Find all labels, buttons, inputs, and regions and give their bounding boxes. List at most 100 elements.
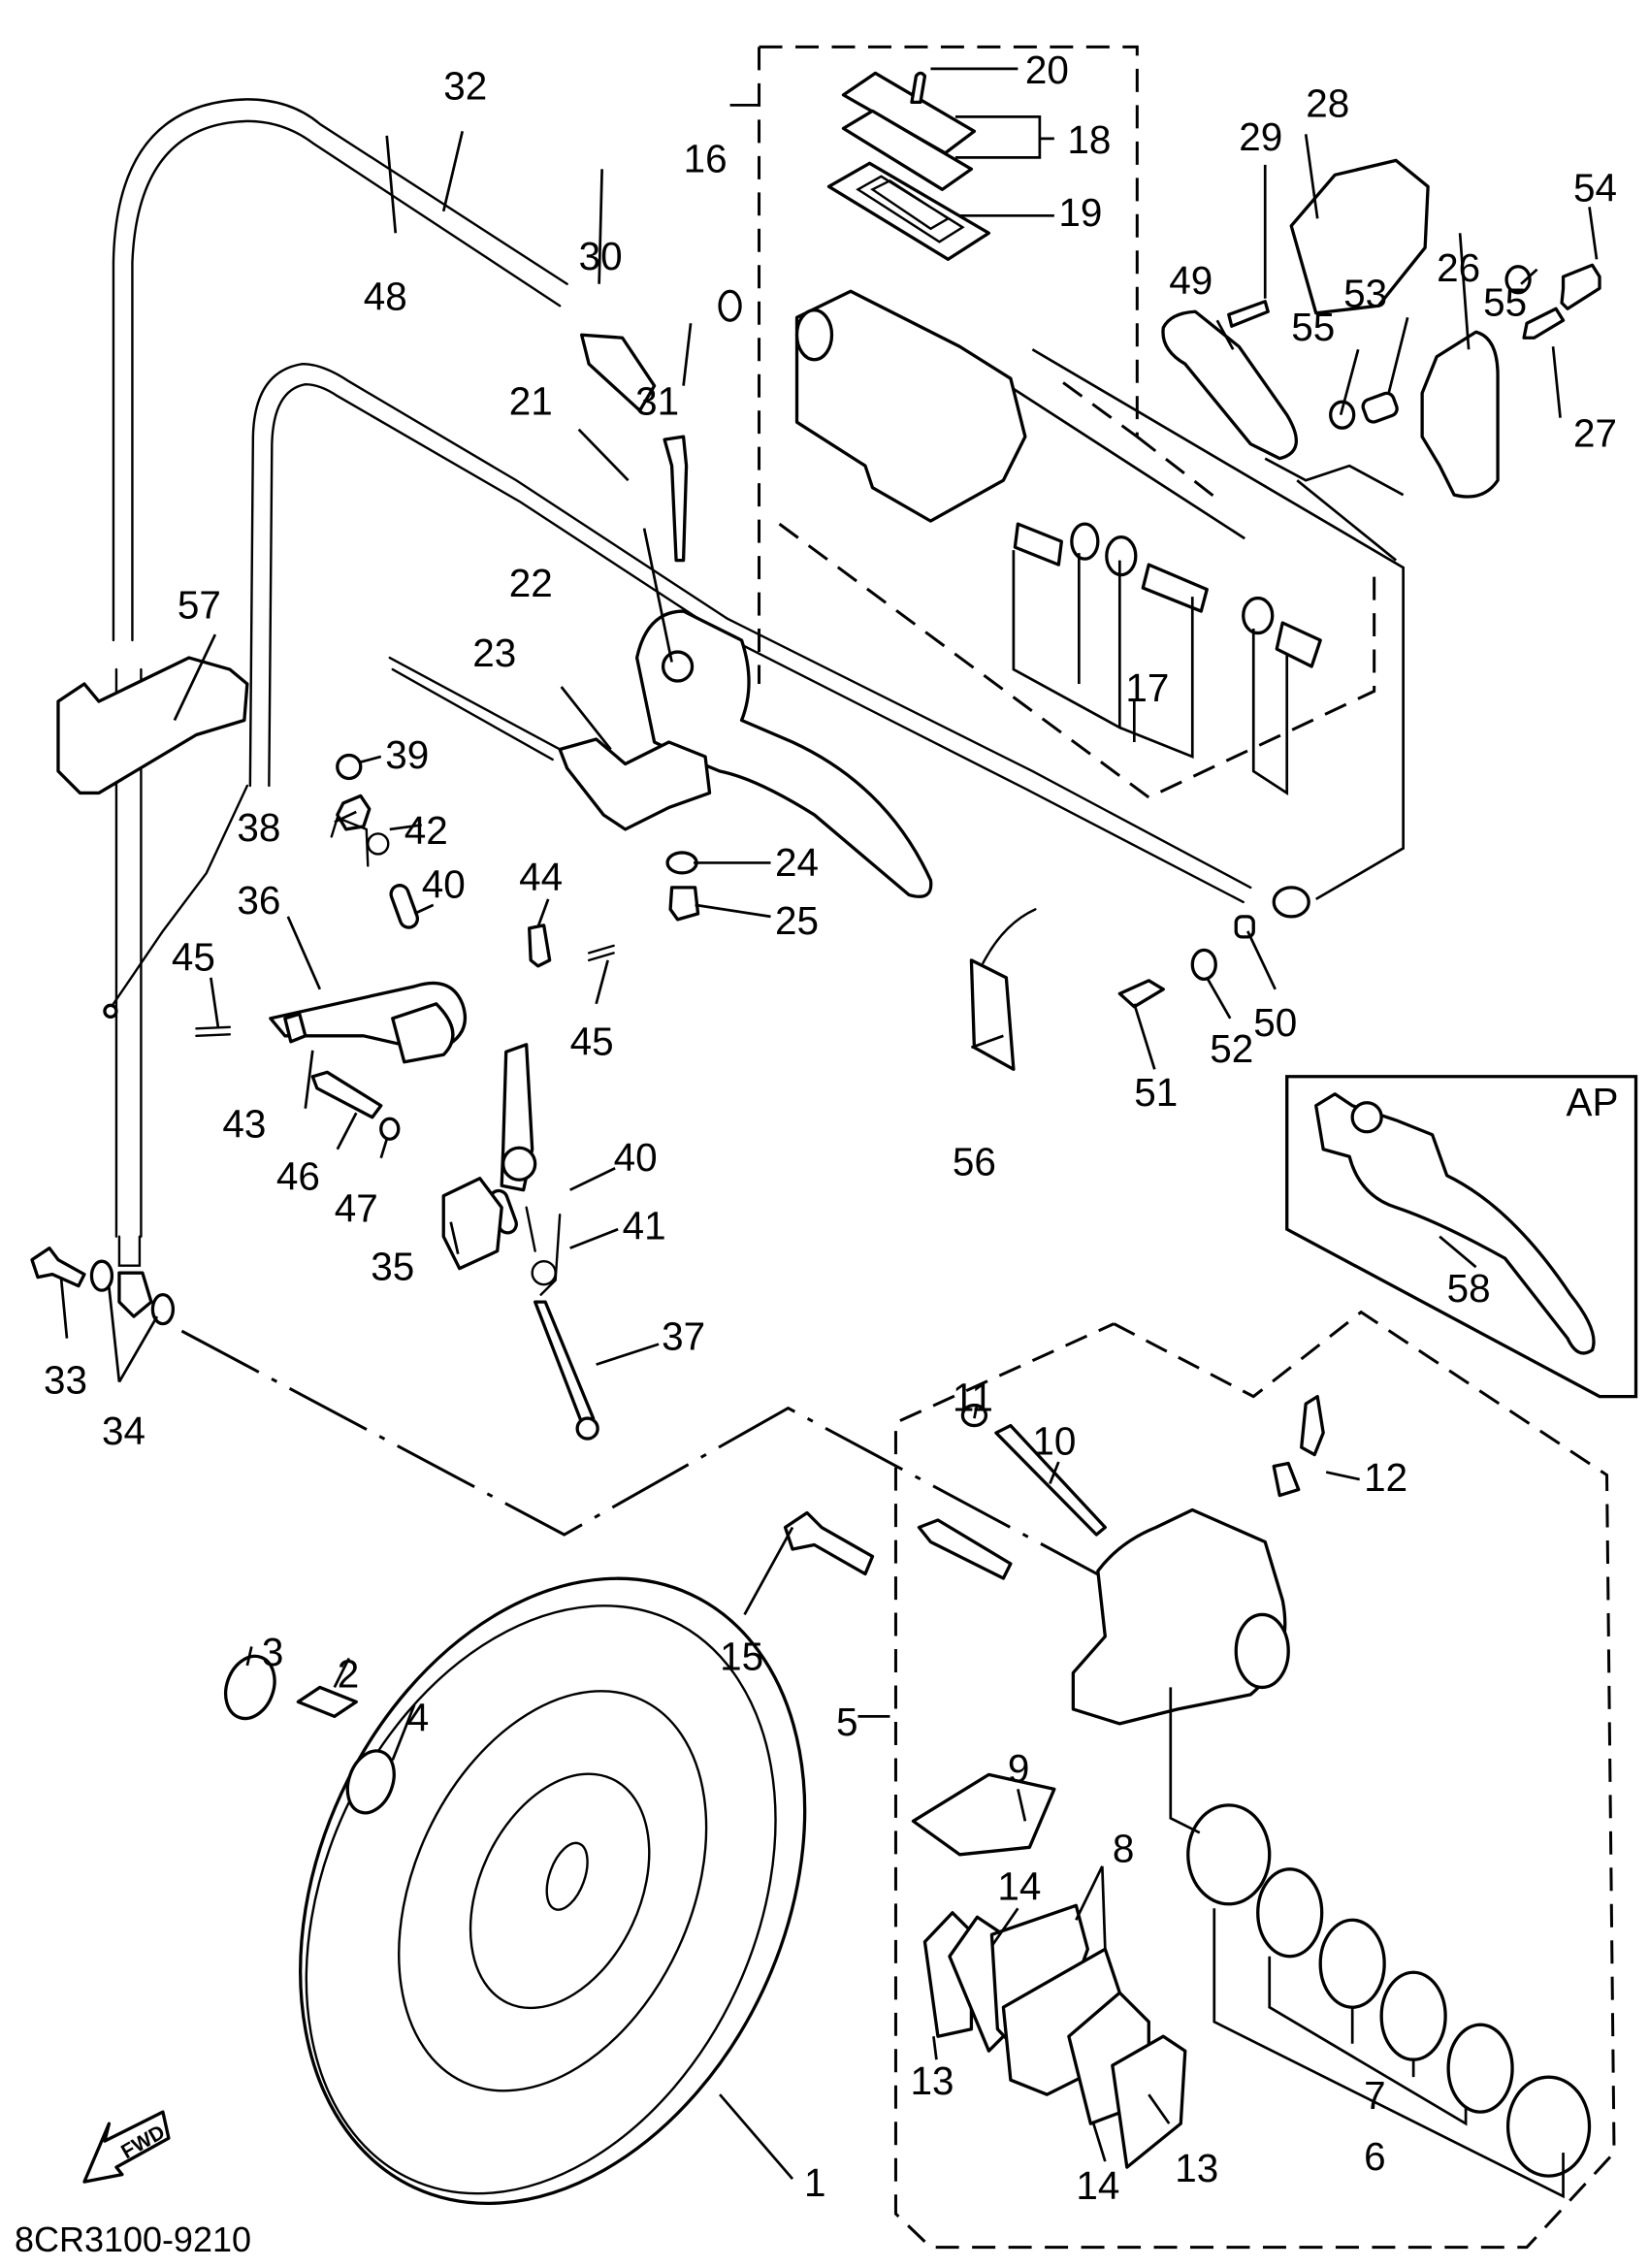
cotter-pin-45a — [195, 1025, 232, 1038]
callout-50: 50 — [1253, 1000, 1297, 1045]
caliper-piston-bore — [1234, 1612, 1290, 1690]
callout-24: 24 — [775, 840, 819, 885]
washer-34a — [89, 1259, 114, 1292]
callout-10: 10 — [1032, 1419, 1076, 1464]
spring-42 — [330, 816, 390, 867]
pistons-6-seals-7 — [1186, 1803, 1592, 2178]
brake-lever-22 — [634, 609, 933, 898]
group-boundary-master-cylinder — [758, 45, 1376, 799]
pin-44 — [528, 923, 552, 968]
fitting-30 — [579, 333, 657, 412]
callout-45-right: 45 — [570, 1019, 614, 1063]
callout-23: 23 — [472, 631, 516, 675]
callout-37: 37 — [662, 1314, 705, 1359]
cable-end-eye — [117, 1271, 153, 1318]
screw-29 — [1227, 300, 1270, 328]
connector-lines — [996, 348, 1405, 901]
leader-lines — [59, 67, 1599, 2180]
cable-32 — [112, 98, 568, 642]
callout-35: 35 — [371, 1245, 414, 1289]
screw-20 — [910, 71, 927, 105]
brake-arm-49 — [1161, 309, 1298, 461]
rod-37-end — [575, 1416, 599, 1441]
callout-26: 26 — [1437, 245, 1480, 290]
callout-54: 54 — [1573, 165, 1617, 210]
lever-58 — [1314, 1092, 1596, 1355]
cotter-pin-45b — [587, 944, 615, 962]
callout-6: 6 — [1364, 2134, 1386, 2179]
cover-56-strap — [982, 908, 1037, 965]
callout-52: 52 — [1210, 1026, 1253, 1071]
callout-33: 33 — [44, 1358, 87, 1403]
caliper-body — [1071, 1507, 1287, 1726]
callout-55-mid: 55 — [1291, 305, 1335, 349]
callout-13-left: 13 — [910, 2058, 954, 2103]
nut-39 — [336, 753, 363, 781]
washer-31 — [718, 289, 742, 322]
bolt-caliper — [917, 1518, 1013, 1580]
arm-35 — [441, 1177, 503, 1271]
cable-48 — [248, 363, 1252, 904]
bolt-54 — [1560, 263, 1601, 310]
kit-6-7-lines — [1169, 1687, 1565, 2199]
callout-12: 12 — [1364, 1455, 1407, 1500]
callout-22: 22 — [509, 561, 553, 605]
washer-55b — [1504, 265, 1532, 295]
callout-27: 27 — [1573, 411, 1617, 456]
nut-25 — [668, 886, 700, 922]
callout-1: 1 — [804, 2160, 826, 2205]
nut-47 — [379, 1117, 401, 1141]
collar-50 — [1234, 915, 1255, 939]
bolt-27 — [1522, 307, 1566, 340]
callout-11: 11 — [953, 1376, 993, 1420]
callout-45-left: 45 — [172, 934, 215, 979]
callout-34: 34 — [102, 1409, 146, 1453]
callout-25: 25 — [775, 898, 819, 943]
callout-56: 56 — [953, 1140, 996, 1184]
callout-32: 32 — [443, 63, 487, 108]
shim-13b — [1111, 2034, 1187, 2169]
callout-ap: AP — [1567, 1080, 1619, 1124]
collar-53 — [1361, 391, 1399, 424]
pad-spring-9 — [911, 1772, 1056, 1857]
callout-40-bottom: 40 — [614, 1135, 658, 1180]
callout-2: 2 — [338, 1651, 360, 1696]
master-cylinder-16 — [794, 289, 1027, 523]
lever-pivot-22 — [661, 650, 695, 683]
washer-52 — [1190, 948, 1217, 981]
callout-3: 3 — [262, 1630, 284, 1674]
diaphragm-19 — [826, 161, 991, 261]
callout-28: 28 — [1306, 81, 1349, 125]
bleeder-12 — [1300, 1394, 1325, 1457]
washer-55a — [1329, 400, 1356, 430]
callout-39: 39 — [385, 732, 429, 777]
bolt-46 — [310, 1070, 383, 1119]
cable-adjuster — [112, 784, 249, 1006]
callout-48: 48 — [364, 275, 407, 319]
callout-9: 9 — [1008, 1746, 1030, 1791]
callout-41: 41 — [623, 1204, 666, 1248]
callout-17: 17 — [1125, 665, 1169, 710]
callout-46: 46 — [276, 1154, 320, 1199]
callout-53: 53 — [1343, 272, 1387, 316]
rod-37 — [534, 1300, 596, 1425]
callout-15: 15 — [720, 1634, 763, 1678]
callout-44: 44 — [519, 855, 563, 899]
key-2 — [296, 1685, 358, 1719]
callout-51: 51 — [1134, 1070, 1178, 1115]
circlip-3 — [223, 1654, 276, 1721]
bolt-33 — [30, 1247, 86, 1288]
callout-43: 43 — [222, 1102, 266, 1147]
connector-cable-caliper — [180, 1329, 1107, 1580]
brake-switch-28 — [1289, 158, 1430, 315]
group-boundary-caliper — [893, 1310, 1616, 2250]
callout-7: 7 — [1364, 2073, 1386, 2118]
kit-17-lines — [1012, 550, 1289, 795]
callout-38: 38 — [237, 805, 280, 850]
pin-40a — [389, 884, 420, 929]
callout-36: 36 — [237, 878, 280, 923]
cable-23 — [388, 656, 562, 761]
spring-41 — [525, 1206, 562, 1296]
washer-34b — [150, 1293, 176, 1326]
piston-kit-17 — [1013, 522, 1322, 668]
